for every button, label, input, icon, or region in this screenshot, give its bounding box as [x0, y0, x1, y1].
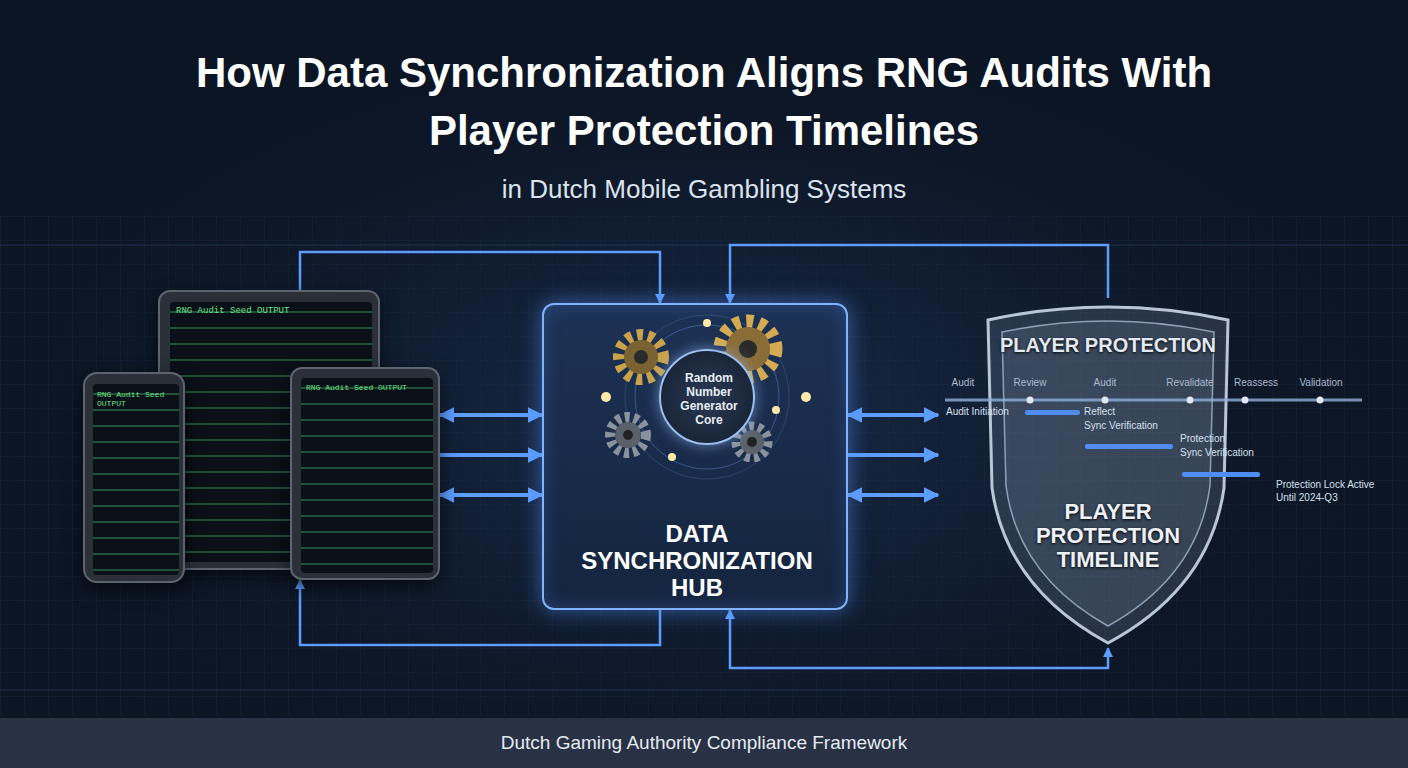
- timeline-tick-label: Validation: [1292, 377, 1350, 388]
- device-screen: [301, 378, 433, 573]
- flow-arrow: [730, 610, 1108, 668]
- phone-device: RNG Audit Seed OUTPUT: [83, 372, 185, 583]
- subtitle: in Dutch Mobile Gambling Systems: [0, 174, 1408, 205]
- timeline-tick-label: Audit: [940, 377, 986, 388]
- flow-arrow: [730, 245, 1108, 303]
- footer-caption: Dutch Gaming Authority Compliance Framew…: [0, 718, 1408, 768]
- sync-hub-box: DATA SYNCHRONIZATION HUB Random Number Ge…: [542, 303, 848, 610]
- flow-arrow: [848, 453, 938, 457]
- tablet-device: RNG Audit Seed OUTPUT: [290, 367, 440, 580]
- flow-arrow: [848, 413, 938, 417]
- screen-text: RNG Audit Seed OUTPUT: [176, 306, 366, 316]
- node-heading: Random Number Generator Core: [669, 351, 749, 447]
- flow-arrow: [440, 413, 542, 417]
- node-subheading: PLAYER PROTECTION TIMELINE: [1013, 500, 1203, 572]
- flow-arrow: [440, 493, 542, 497]
- screen-text: RNG Audit Seed OUTPUT: [306, 383, 428, 392]
- timeline-bar-label: Protection Lock Active Until 2024-Q3: [1276, 478, 1376, 504]
- timeline-tick-label: Reassess: [1228, 377, 1284, 388]
- screen-text: RNG Audit Seed OUTPUT: [97, 390, 177, 408]
- node-heading: PLAYER PROTECTION: [978, 334, 1238, 357]
- diagram-title: How Data Synchronization Aligns RNG Audi…: [144, 44, 1264, 160]
- node-heading: DATA SYNCHRONIZATION HUB: [552, 520, 842, 601]
- flow-arrow: [848, 493, 938, 497]
- rng-core-circle: Random Number Generator Core: [659, 349, 755, 445]
- flow-arrow: [440, 453, 542, 457]
- device-screen: [93, 384, 179, 575]
